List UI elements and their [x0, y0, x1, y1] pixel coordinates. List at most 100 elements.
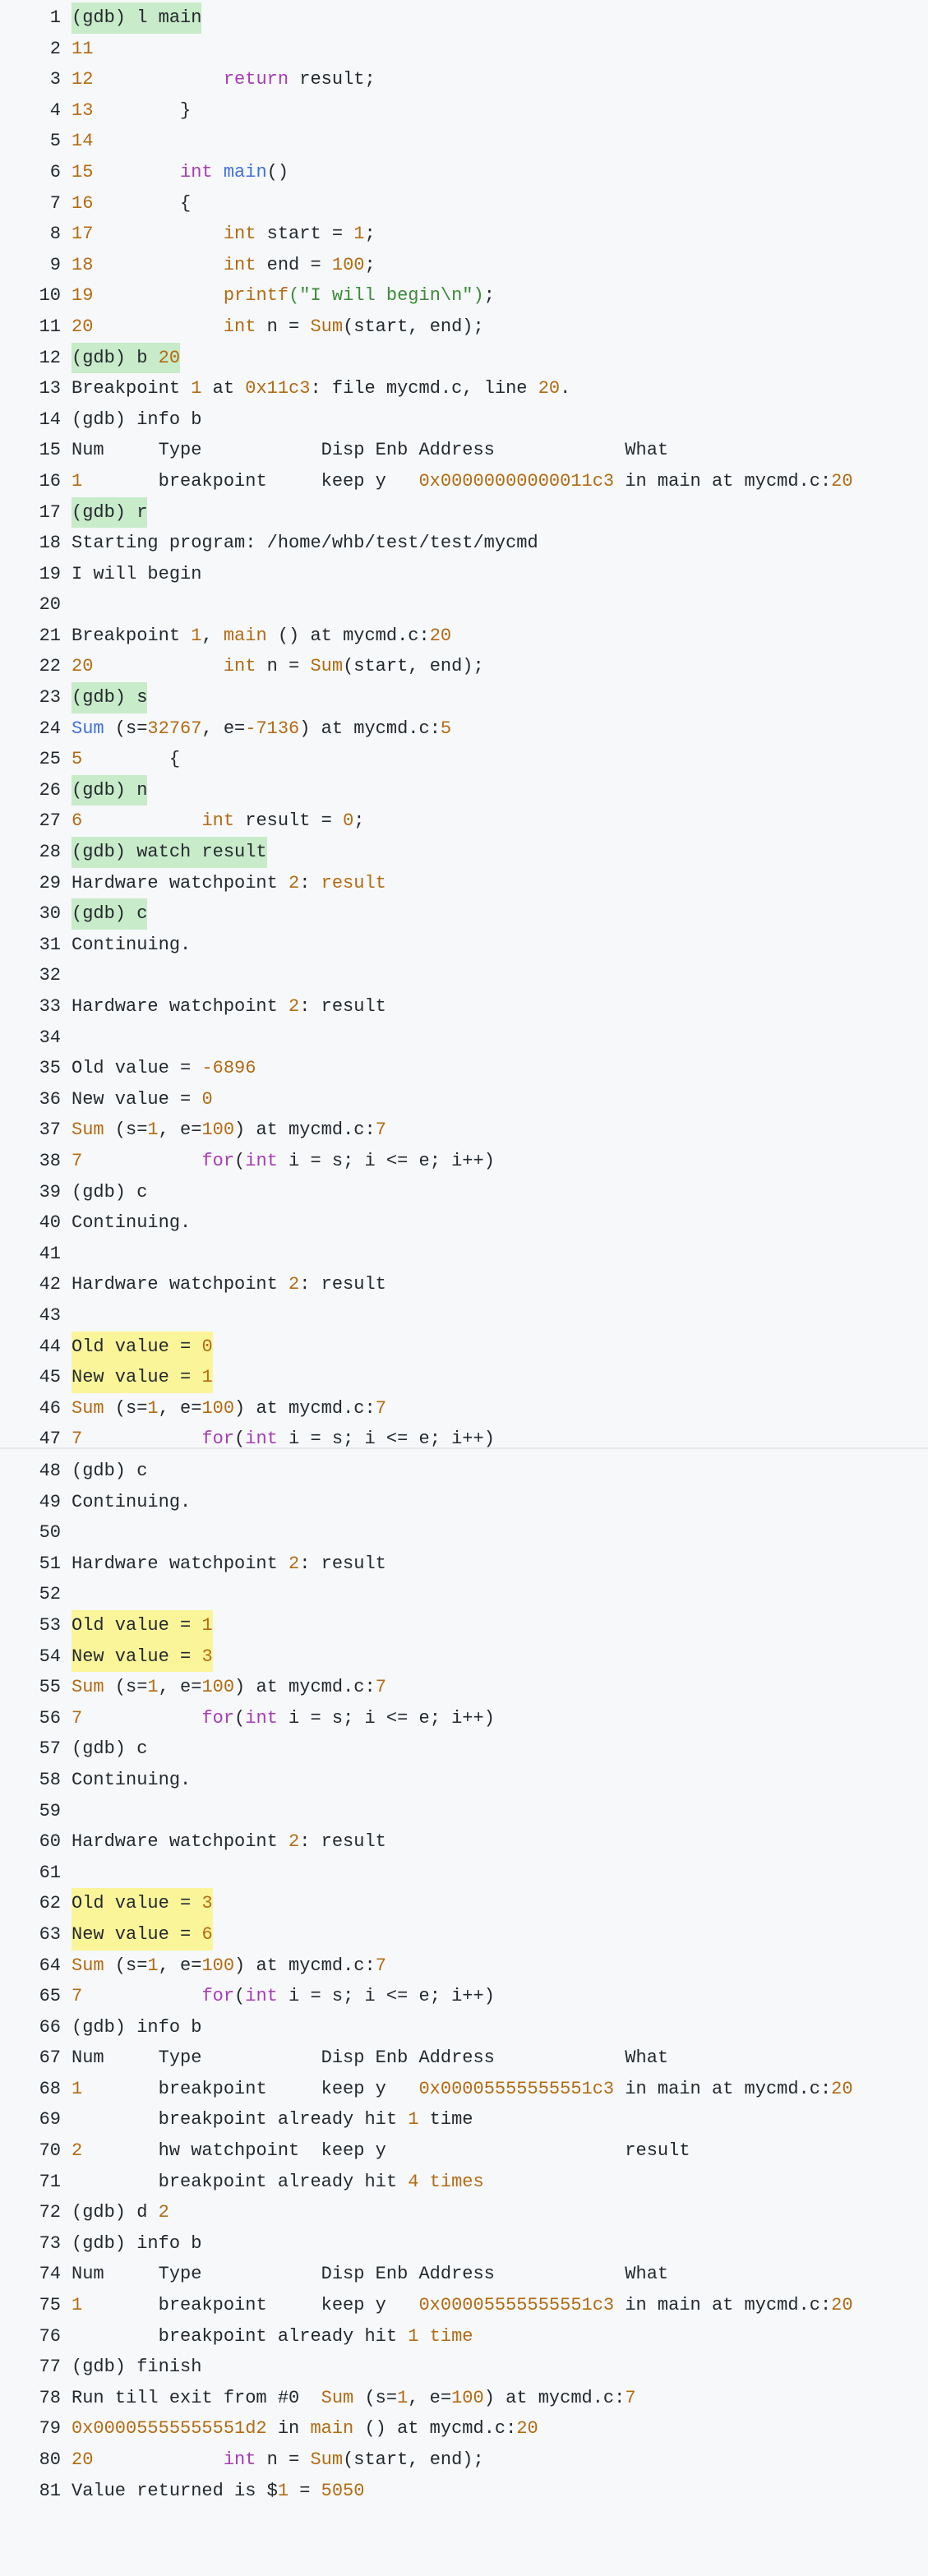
code-token: I will begin — [72, 563, 202, 584]
code-line: 49 Continuing. — [0, 1487, 928, 1518]
line-number: 42 — [39, 1274, 61, 1295]
code-token: ) at mycmd.c: — [234, 1955, 376, 1976]
code-token: ) at mycmd.c: — [483, 2387, 626, 2408]
code-token: (start, end); — [343, 656, 484, 677]
line-number: 46 — [39, 1397, 61, 1419]
code-line: 53 Old value = 1 — [0, 1609, 928, 1641]
code-token: 4 times — [408, 2171, 484, 2192]
code-token: Sum — [72, 718, 104, 739]
code-token: 19 — [72, 285, 94, 307]
code-text: Continuing. — [72, 1207, 191, 1239]
code-line: 59 — [0, 1796, 928, 1827]
code-token: 20 — [538, 378, 561, 399]
code-token: (gdb) c — [72, 1181, 148, 1203]
code-token: int — [245, 1707, 278, 1729]
code-token: 0x00005555555551c3 — [418, 2078, 615, 2099]
line-number: 33 — [39, 996, 61, 1017]
code-token: (gdb) d — [72, 2202, 159, 2223]
code-text: Hardware watchpoint 2: result — [72, 1269, 386, 1300]
code-text: Breakpoint 1, main () at mycmd.c:20 — [72, 621, 451, 652]
code-text: New value = 0 — [72, 1084, 213, 1115]
code-token: 14 — [72, 131, 94, 152]
highlighted-code-text: Old value = 3 — [72, 1888, 213, 1919]
code-token: int — [180, 161, 213, 182]
code-text: 17 int start = 1; — [72, 219, 376, 250]
code-token: , — [201, 625, 224, 646]
code-token — [93, 2449, 223, 2470]
code-token — [93, 69, 223, 90]
code-token: Hardware watchpoint — [72, 1831, 289, 1853]
code-token — [82, 1986, 201, 2006]
line-number: 18 — [39, 533, 61, 554]
line-number: 69 — [39, 2109, 61, 2131]
code-token: at — [201, 378, 246, 399]
code-line: 73(gdb) info b — [0, 2228, 928, 2260]
line-number: 65 — [39, 1986, 61, 2007]
code-token: , e= — [158, 1955, 202, 1976]
code-token: Sum — [310, 316, 344, 337]
code-token: 6 — [201, 1923, 213, 1945]
code-token: : result — [299, 1831, 386, 1853]
code-text: breakpoint already hit 1 time — [72, 2321, 473, 2352]
line-number: 3 — [49, 69, 61, 90]
code-token: 100 — [201, 1397, 235, 1419]
code-token: New value = — [72, 1923, 202, 1945]
code-text: 2 hw watchpoint keep y result — [72, 2135, 690, 2167]
code-token: 1 — [191, 625, 202, 646]
code-token: 1 — [397, 2387, 409, 2408]
code-text: Hardware watchpoint 2: result — [72, 1826, 386, 1858]
code-token: 0x11c3 — [245, 378, 311, 399]
code-token: 2 — [289, 1553, 300, 1574]
code-token: Sum — [72, 1955, 104, 1976]
code-token: n = — [256, 656, 311, 677]
code-text: (gdb) info b — [72, 2012, 201, 2043]
line-number: 41 — [39, 1243, 61, 1264]
code-line: 63 New value = 6 — [0, 1918, 928, 1950]
highlighted-code-text: New value = 1 — [72, 1362, 213, 1393]
code-token: for — [201, 1150, 235, 1171]
line-number: 58 — [39, 1769, 61, 1790]
code-text: 16 { — [72, 188, 191, 219]
code-line: 66(gdb) info b — [0, 2012, 928, 2043]
code-token: printf — [223, 285, 289, 307]
code-token: Hardware watchpoint — [72, 1274, 289, 1295]
code-text: I will begin — [72, 559, 201, 590]
line-number: 50 — [39, 1522, 61, 1544]
code-line: 50 — [0, 1517, 928, 1549]
line-number: 1 — [49, 7, 61, 28]
line-number: 53 — [39, 1614, 61, 1636]
line-number: 21 — [39, 625, 61, 646]
code-token: ; — [364, 224, 376, 245]
highlighted-code-text: (gdb) b 20 — [72, 342, 181, 374]
line-number: 63 — [39, 1923, 61, 1945]
code-line: 12(gdb) b 20 — [0, 342, 928, 374]
line-number: 31 — [39, 934, 61, 955]
code-token: (gdb) watch result — [72, 842, 267, 863]
code-text: Continuing. — [72, 1487, 191, 1518]
code-line: 28(gdb) watch result — [0, 837, 928, 868]
code-token: (gdb) s — [72, 687, 148, 709]
line-number: 67 — [39, 2047, 61, 2069]
line-number: 49 — [39, 1491, 61, 1512]
line-number: 47 — [39, 1429, 61, 1450]
code-token: 7 — [375, 1119, 386, 1141]
line-number: 70 — [39, 2140, 61, 2162]
code-token: in — [266, 2418, 311, 2440]
code-text: 20 int n = Sum(start, end); — [72, 651, 484, 682]
line-number: 10 — [39, 285, 61, 307]
code-token: Old value = — [72, 1336, 202, 1357]
code-line: 70 2 hw watchpoint keep y result — [0, 2135, 928, 2167]
code-token — [82, 1429, 201, 1449]
code-line: 1(gdb) l main — [0, 2, 928, 34]
line-number: 57 — [39, 1738, 61, 1760]
code-token: (gdb) c — [72, 1738, 148, 1760]
highlighted-code-text: Old value = 1 — [72, 1609, 213, 1641]
line-number: 16 — [39, 470, 61, 492]
code-token: 0 — [201, 1336, 213, 1357]
line-number: 13 — [39, 378, 61, 399]
